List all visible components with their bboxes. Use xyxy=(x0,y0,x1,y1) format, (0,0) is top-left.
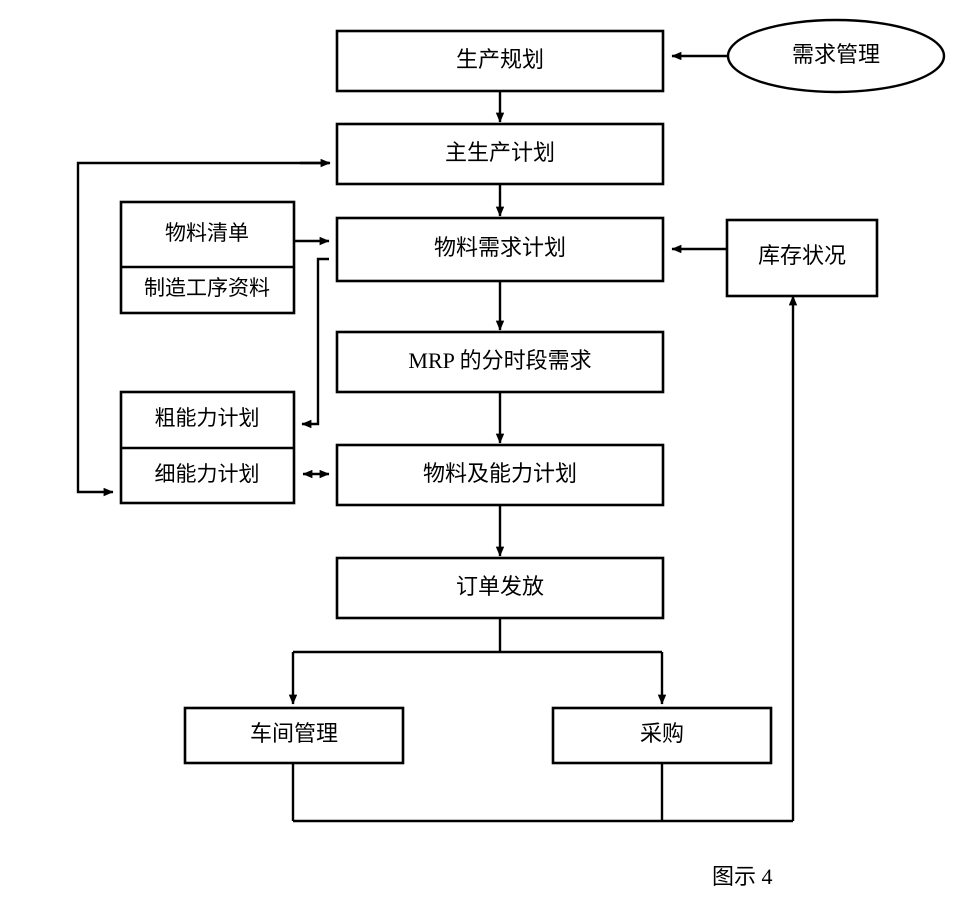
node-order-release-label: 订单发放 xyxy=(456,574,544,599)
node-bill-of-materials-label: 物料清单 xyxy=(165,221,249,245)
node-detailed-capacity-planning-label: 细能力计划 xyxy=(155,462,260,486)
node-shop-floor-management-box[interactable] xyxy=(183,706,405,765)
node-material-requirement-planning-label: 物料需求计划 xyxy=(434,235,566,260)
node-capacity-planning-group[interactable]: 粗能力计划 细能力计划 xyxy=(119,390,296,505)
node-production-planning-label: 生产规划 xyxy=(456,47,544,72)
node-material-and-capacity-planning[interactable]: 物料及能力计划 xyxy=(335,443,665,507)
node-mrp-time-phased-requirements[interactable]: MRP 的分时段需求 xyxy=(335,330,665,394)
node-master-production-schedule-box[interactable] xyxy=(335,122,665,186)
node-order-release[interactable]: 订单发放 xyxy=(335,556,665,620)
node-shop-floor-management[interactable]: 车间管理 xyxy=(183,706,405,765)
node-material-requirement-planning[interactable]: 物料需求计划 xyxy=(335,216,665,283)
node-bom-process-box[interactable] xyxy=(119,200,296,315)
node-demand-management-ellipse[interactable] xyxy=(726,18,946,94)
diagram-caption: 图示 4 xyxy=(712,864,773,889)
node-production-planning-box[interactable] xyxy=(335,29,665,93)
node-purchasing-box[interactable] xyxy=(551,706,773,765)
edge-mps-left-feedback-loop xyxy=(76,161,329,497)
node-shop-floor-management-label: 车间管理 xyxy=(250,721,338,746)
node-inventory-status-label: 库存状况 xyxy=(758,243,846,268)
node-manufacturing-process-data-label: 制造工序资料 xyxy=(144,276,270,300)
node-bom-process-group[interactable]: 物料清单 制造工序资料 xyxy=(119,200,296,315)
node-master-production-schedule-label: 主生产计划 xyxy=(445,140,555,165)
node-mrp-time-phased-requirements-label: MRP 的分时段需求 xyxy=(408,348,591,373)
node-material-and-capacity-planning-box[interactable] xyxy=(335,443,665,507)
node-material-and-capacity-planning-label: 物料及能力计划 xyxy=(423,461,577,486)
node-material-requirement-planning-box[interactable] xyxy=(335,216,665,283)
node-inventory-status[interactable]: 库存状况 xyxy=(725,218,879,298)
node-master-production-schedule[interactable]: 主生产计划 xyxy=(335,122,665,186)
node-inventory-status-box[interactable] xyxy=(725,218,879,298)
node-purchasing[interactable]: 采购 xyxy=(551,706,773,765)
node-production-planning[interactable]: 生产规划 xyxy=(335,29,665,93)
node-demand-management[interactable]: 需求管理 xyxy=(726,18,946,94)
node-mrp-time-phased-requirements-box[interactable] xyxy=(335,330,665,394)
node-demand-management-label: 需求管理 xyxy=(792,42,880,67)
node-order-release-box[interactable] xyxy=(335,556,665,620)
node-purchasing-label: 采购 xyxy=(640,721,684,746)
node-rough-capacity-planning-label: 粗能力计划 xyxy=(155,406,260,430)
edge-mrp-to-rough-capacity xyxy=(301,257,329,429)
